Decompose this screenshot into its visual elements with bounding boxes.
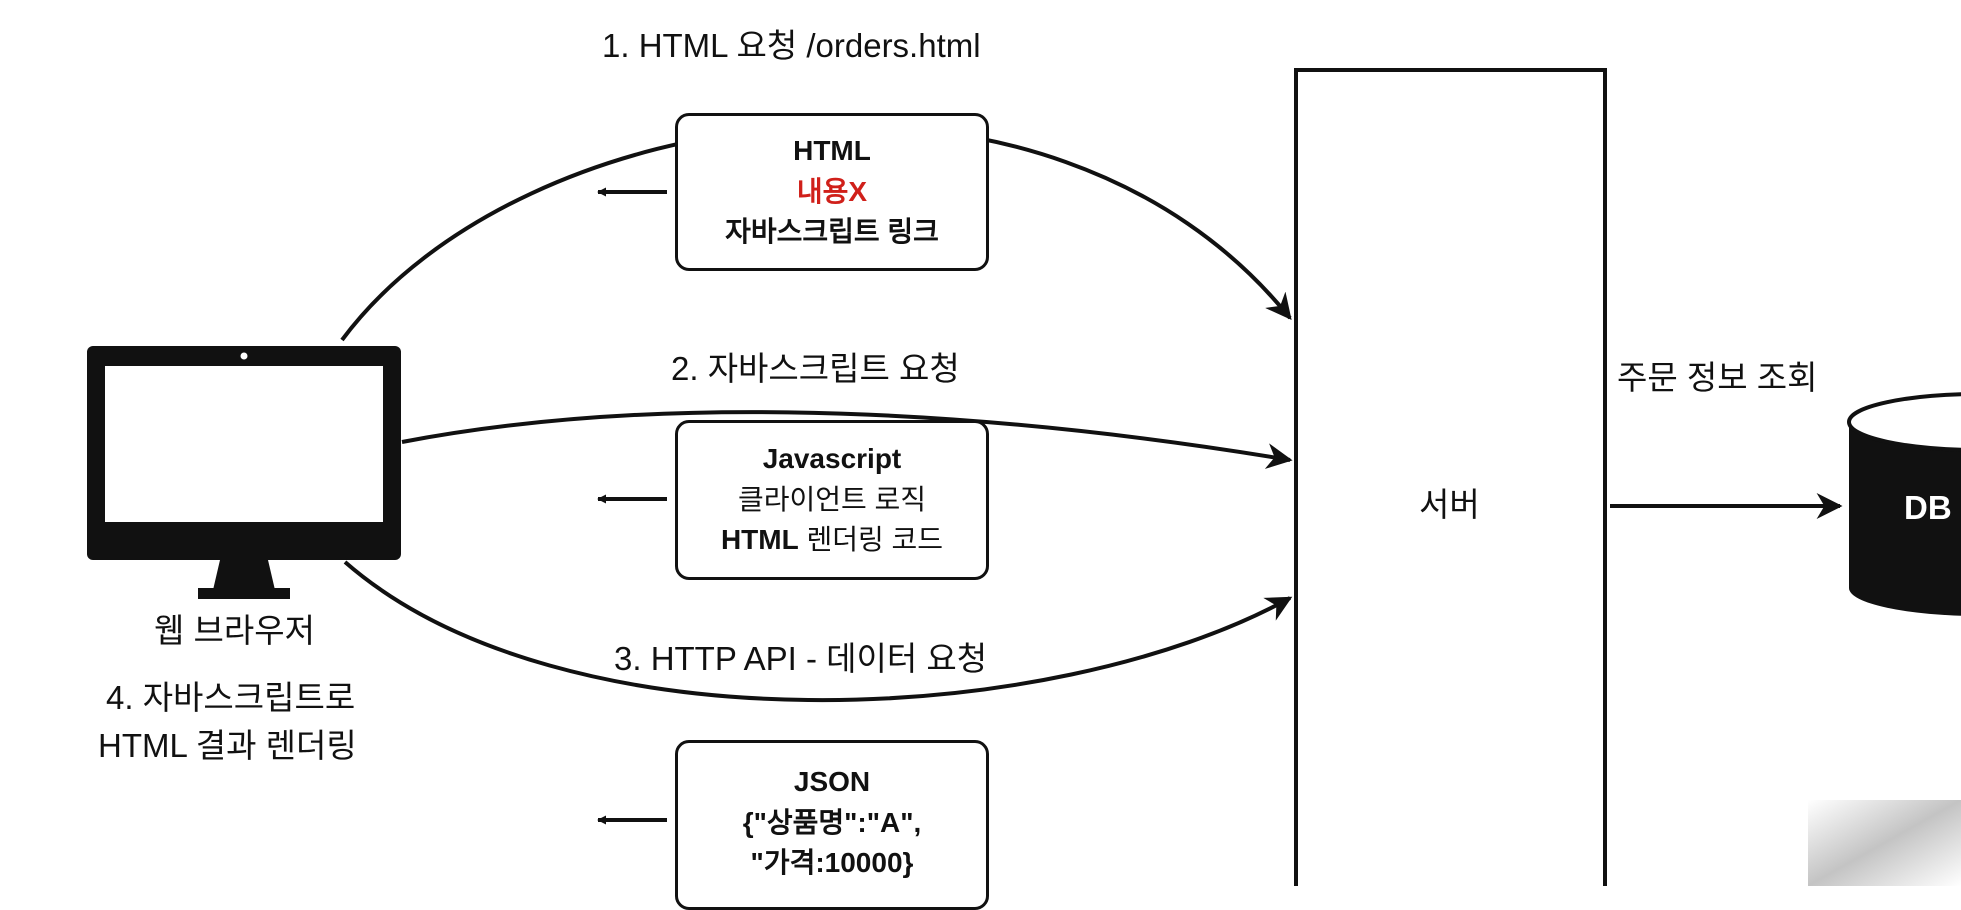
monitor-icon (87, 346, 401, 599)
response-html-title: HTML (793, 135, 871, 167)
response-js-render-html: HTML (720, 524, 799, 556)
diagram-canvas (87, 68, 1961, 886)
db-label: DB (1904, 489, 1952, 526)
response-json-title: JSON (793, 766, 871, 797)
response-json-box: JSON {"상품명":"A", "가격:10000} (675, 740, 989, 910)
response-js-box: Javascript 클라이언트 로직 HTML 렌더링 코드 (675, 420, 989, 580)
db-cylinder-icon (1847, 392, 1961, 616)
response-html-box: HTML 내용X 자바스크립트 링크 (675, 113, 989, 271)
response-json-line1: {"상품명":"A", (742, 806, 922, 838)
response-js-render-rest: 렌더링 코드 (798, 524, 944, 556)
step4-line2: HTML 결과 렌더링 (98, 727, 357, 764)
arrow-request-js (401, 410, 1293, 469)
response-js-render-code: HTML 렌더링 코드 (721, 520, 943, 561)
response-json-line2: "가격:10000} (750, 847, 914, 879)
response-js-title: Javascript (762, 443, 902, 475)
request-api-label: 3. HTTP API - 데이터 요청 (614, 640, 988, 677)
step4-line1: 4. 자바스크립트로 (106, 679, 356, 716)
server-box (1294, 68, 1607, 886)
arrow-request-api (343, 560, 1293, 703)
browser-label: 웹 브라우저 (154, 612, 315, 649)
response-html-no-content: 내용X (796, 175, 868, 207)
request-html-label: 1. HTML 요청 /orders.html (602, 27, 981, 64)
request-js-label: 2. 자바스크립트 요청 (671, 350, 960, 387)
response-html-js-link: 자바스크립트 링크 (725, 216, 939, 248)
db-query-label: 주문 정보 조회 (1617, 359, 1818, 396)
response-js-client-logic: 클라이언트 로직 (737, 483, 927, 515)
server-label: 서버 (1419, 486, 1480, 523)
corner-smudge (1808, 800, 1961, 886)
